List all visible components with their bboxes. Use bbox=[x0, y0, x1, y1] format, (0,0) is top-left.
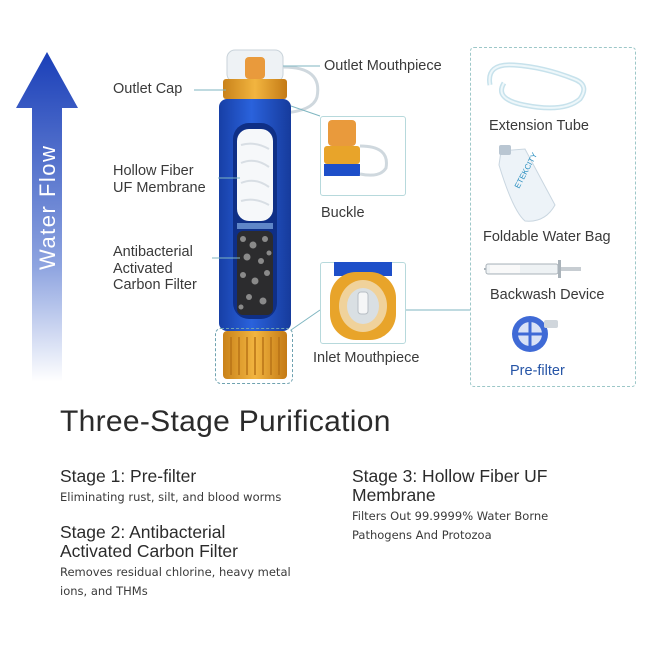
inlet-mouthpiece-label: Inlet Mouthpiece bbox=[313, 350, 420, 366]
water-bag-label: Foldable Water Bag bbox=[483, 229, 611, 245]
backwash-device-image bbox=[484, 260, 581, 278]
buckle-image bbox=[324, 120, 388, 177]
extension-tube-label: Extension Tube bbox=[489, 118, 589, 134]
water-bag-image: ETEKCITY bbox=[498, 145, 556, 222]
stage3-desc-1: Filters Out 99.9999% Water Borne bbox=[352, 509, 549, 523]
outlet-cap-label: Outlet Cap bbox=[113, 81, 183, 97]
stage3-title-1: Stage 3: Hollow Fiber UF bbox=[352, 466, 548, 486]
inlet-highlight bbox=[215, 328, 293, 384]
hollow-fiber-label-2: UF Membrane bbox=[113, 180, 206, 196]
buckle-detail-box bbox=[320, 116, 406, 196]
stage2-desc-1: Removes residual chlorine, heavy metal bbox=[60, 565, 291, 579]
carbon-label-3: Carbon Filter bbox=[113, 277, 197, 293]
outlet-mouthpiece-label: Outlet Mouthpiece bbox=[324, 58, 442, 74]
stage3-title-2: Membrane bbox=[352, 485, 436, 505]
accessories-box bbox=[470, 47, 636, 387]
section-heading: Three-Stage Purification bbox=[60, 405, 391, 438]
stage2-desc-2: ions, and THMs bbox=[60, 584, 148, 598]
filter-straw bbox=[219, 49, 320, 379]
stage1-desc: Eliminating rust, silt, and blood worms bbox=[60, 490, 282, 504]
inlet-image bbox=[330, 262, 396, 340]
prefilter-label: Pre-filter bbox=[510, 363, 565, 379]
water-flow-arrow bbox=[16, 52, 78, 382]
buckle-label: Buckle bbox=[321, 205, 365, 221]
extension-tube-image bbox=[487, 62, 587, 111]
backwash-device-label: Backwash Device bbox=[490, 287, 605, 303]
hollow-fiber-label-1: Hollow Fiber bbox=[113, 163, 194, 179]
stage3-desc-2: Pathogens And Protozoa bbox=[352, 528, 492, 542]
carbon-label-2: Activated bbox=[113, 261, 173, 277]
carbon-label-1: Antibacterial bbox=[113, 244, 193, 260]
stage2-title-1: Stage 2: Antibacterial bbox=[60, 522, 226, 542]
stage1-title: Stage 1: Pre-filter bbox=[60, 466, 197, 486]
prefilter-image bbox=[512, 316, 558, 352]
stage2-title-2: Activated Carbon Filter bbox=[60, 541, 238, 561]
